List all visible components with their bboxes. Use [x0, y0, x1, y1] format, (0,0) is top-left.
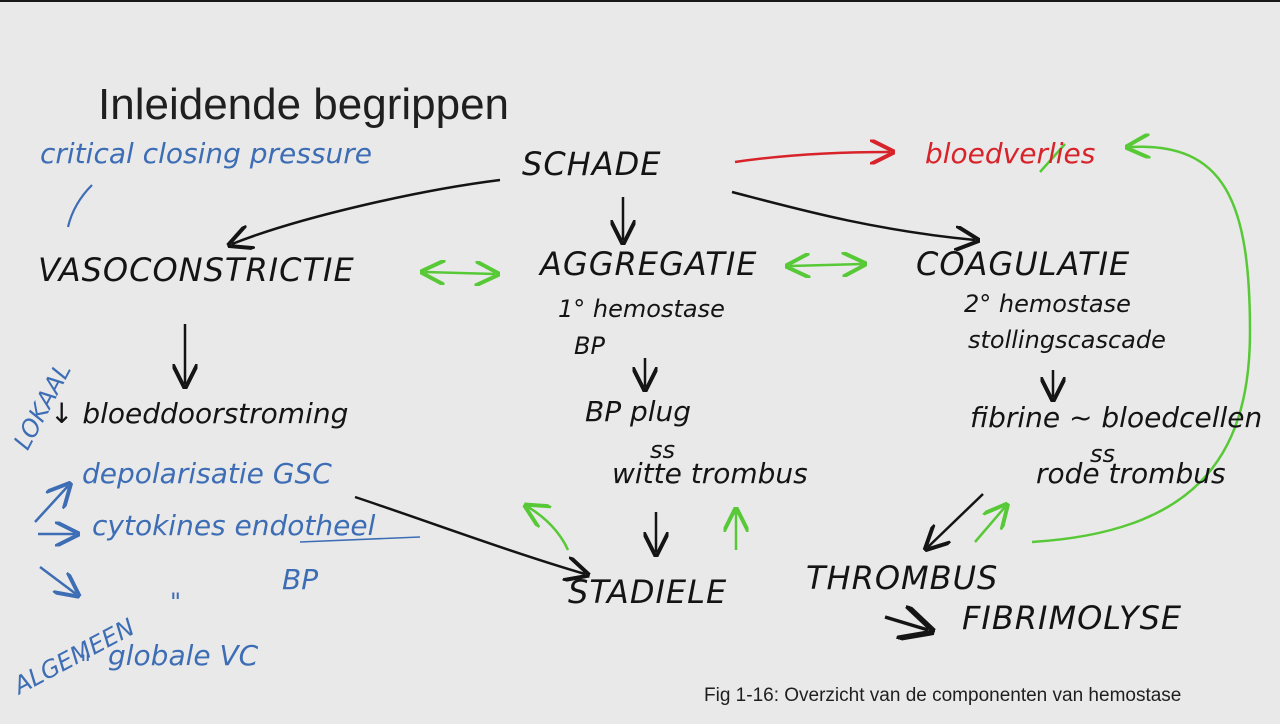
- node-stadiele: STADIELE: [568, 573, 728, 611]
- note-ss-1: ss: [650, 436, 676, 464]
- slide-title: Inleidende begrippen: [98, 80, 510, 129]
- note-depolarisatie-gsc: depolarisatie GSC: [82, 457, 332, 490]
- underline-cytokines: [299, 536, 421, 543]
- note-bp-plug: BP plug: [585, 395, 692, 428]
- arrow-lokaal-1: [34, 486, 68, 523]
- arrow-schade-to-bloedverlies: [734, 152, 890, 162]
- node-vasoconstrictie: VASOCONSTRICTIE: [38, 251, 355, 289]
- note-secundaire-hemostase: 2° hemostase: [964, 290, 1131, 318]
- arrow-stadiele-to-left: [528, 507, 570, 551]
- node-schade: SCHADE: [522, 145, 662, 183]
- node-fibrimolyse: FIBRIMOLYSE: [962, 599, 1183, 637]
- note-stollingscascade: stollingscascade: [968, 326, 1166, 354]
- arrow-lokaal-3: [39, 566, 76, 594]
- note-cytokines-endotheel: cytokines endotheel: [92, 509, 376, 542]
- node-coagulatie: COAGULATIE: [916, 245, 1131, 283]
- node-thrombus: THROMBUS: [806, 559, 999, 597]
- note-witte-trombus: witte trombus: [612, 457, 808, 490]
- arrow-loop-to-bloedverlies: [1031, 147, 1252, 544]
- figure-caption: Fig 1-16: Overzicht van de componenten v…: [704, 685, 1182, 706]
- note-primaire-hemostase: 1° hemostase: [558, 295, 725, 323]
- note-bloeddoorstroming: ↓ bloeddoorstroming: [50, 397, 349, 430]
- arrow-schade-to-vasoconstrictie: [232, 178, 501, 244]
- note-rode-trombus: rode trombus: [1036, 457, 1226, 490]
- strike-bloedverlies: [1039, 143, 1066, 173]
- note-quote-1: ": [170, 588, 182, 616]
- node-bloedverlies: bloedverlies: [925, 137, 1096, 170]
- note-fibrine-bloedcellen: fibrine ~ bloedcellen: [970, 401, 1263, 434]
- arrow-trombus-to-coag: [928, 493, 984, 547]
- note-quote-2: ": [80, 650, 92, 678]
- node-aggregatie: AGGREGATIE: [540, 245, 758, 283]
- arrow-schade-to-coagulatie: [731, 190, 975, 240]
- arrow-thrombus-to-rode-trombus: [974, 507, 1005, 543]
- arrow-vaso-aggregatie-double: [425, 272, 495, 274]
- note-ss-2: ss: [1090, 440, 1116, 468]
- arrow-trombus-to-fibrimolyse: [884, 617, 928, 630]
- pointer-critical-closing: [66, 184, 93, 228]
- arrow-aggregatie-coagulatie-double: [790, 264, 862, 266]
- note-bp: BP: [574, 332, 605, 360]
- note-critical-closing-pressure: critical closing pressure: [40, 137, 372, 170]
- arrow-cytokines-to-stadiele: [354, 495, 585, 574]
- note-bp-blue: BP: [282, 563, 319, 596]
- note-globale-vc: globale VC: [108, 639, 259, 672]
